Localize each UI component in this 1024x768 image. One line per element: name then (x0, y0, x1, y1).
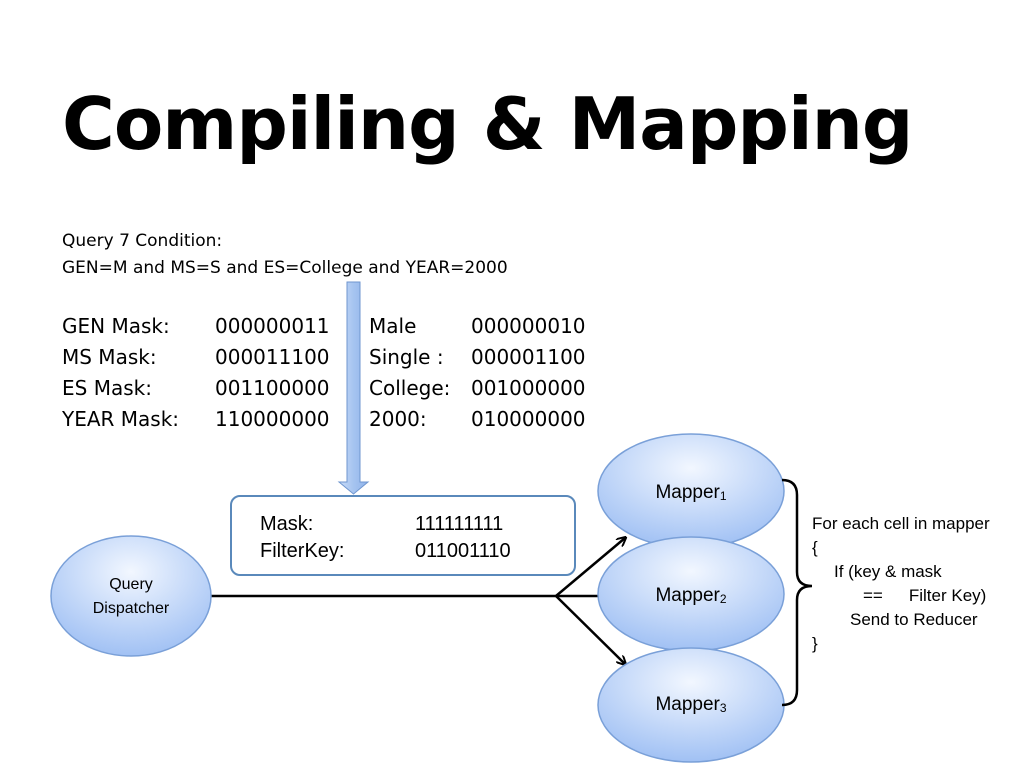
note-line5: Send to Reducer (850, 610, 978, 629)
mapper2-node (597, 536, 785, 652)
note-filter-key: Filter Key) (908, 586, 987, 605)
mask-label: Mask: (260, 513, 314, 535)
mapper1-node (597, 433, 785, 549)
condition-bits: 000000010 (471, 314, 586, 338)
mask-bits: 000000011 (215, 314, 330, 338)
query-dispatcher-node (50, 535, 212, 657)
condition-value: 2000: (369, 407, 427, 431)
note-line4: == Filter Key) (812, 584, 990, 608)
condition-bits: 010000000 (471, 407, 586, 431)
condition-values-column: Male Single : College: 2000: (369, 311, 450, 435)
query-condition: Query 7 Condition: GEN=M and MS=S and ES… (62, 228, 508, 282)
query-condition-line2: GEN=M and MS=S and ES=College and YEAR=2… (62, 258, 508, 278)
mask-bits: 001100000 (215, 376, 330, 400)
condition-value: Male (369, 314, 417, 338)
condition-bits: 000001100 (471, 345, 586, 369)
filterkey-value: 011001110 (415, 540, 511, 562)
mapper-note: For each cell in mapper { If (key & mask… (812, 512, 990, 656)
note-operator: == (863, 586, 883, 605)
filterkey-label: FilterKey: (260, 540, 345, 562)
mask-name: GEN Mask: (62, 314, 170, 338)
mask-names-column: GEN Mask: MS Mask: ES Mask: YEAR Mask: (62, 311, 179, 435)
condition-bits-column: 000000010 000001100 001000000 010000000 (471, 311, 586, 435)
note-line1: For each cell in mapper (812, 514, 990, 533)
filter-box: Mask: 111111111 FilterKey: 011001110 (230, 495, 576, 576)
mask-name: YEAR Mask: (62, 407, 180, 431)
mapper3-node (597, 647, 785, 763)
arrow-to-mapper3 (555, 595, 625, 664)
arrow-to-mapper1 (555, 538, 625, 597)
mask-name: ES Mask: (62, 376, 152, 400)
note-line2: { (812, 538, 818, 557)
note-line6: } (812, 634, 818, 653)
condition-bits: 001000000 (471, 376, 586, 400)
condition-value: Single : (369, 345, 444, 369)
note-line3: If (key & mask (834, 562, 942, 581)
condition-value: College: (369, 376, 451, 400)
mask-bits: 000011100 (215, 345, 330, 369)
mask-name: MS Mask: (62, 345, 157, 369)
mask-bits: 110000000 (215, 407, 330, 431)
slide-title: Compiling & Mapping (62, 82, 913, 166)
mask-bits-column: 000000011 000011100 001100000 110000000 (215, 311, 330, 435)
curly-brace (781, 478, 813, 707)
query-condition-line1: Query 7 Condition: (62, 231, 223, 251)
mask-value: 111111111 (415, 513, 504, 535)
down-block-arrow (337, 281, 370, 495)
